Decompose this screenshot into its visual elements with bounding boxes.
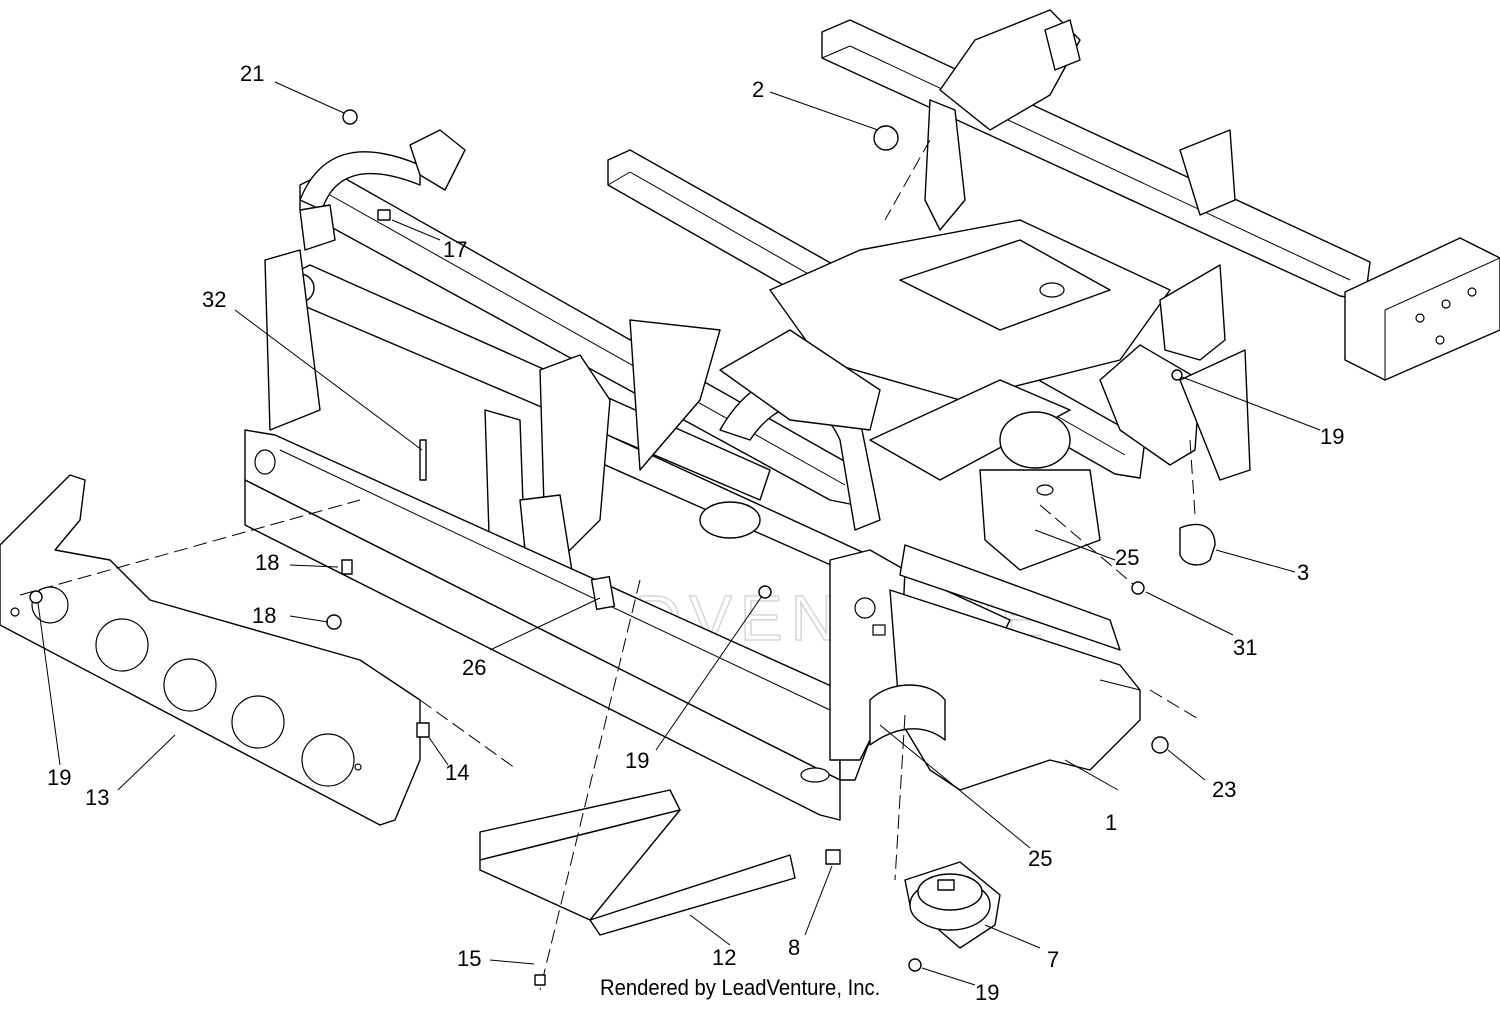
callout-26: 26 [462,655,486,680]
callout-19a: 19 [47,765,71,790]
front-cover-part-13 [0,474,516,826]
rear-frame [607,9,1500,571]
callout-19d: 19 [975,980,999,1005]
horn-part-7 [894,714,1001,949]
render-credit-footer: Rendered by LeadVenture, Inc. [600,975,881,1000]
callout-19c: 19 [625,748,649,773]
callout-2: 2 [752,77,764,102]
callout-25b: 25 [1028,846,1052,871]
skid-plate-part-12 [479,579,796,991]
callout-32: 32 [202,287,226,312]
callout-8: 8 [788,935,800,960]
callout-21: 21 [240,61,264,86]
callout-23: 23 [1212,777,1236,802]
callout-31: 31 [1233,635,1257,660]
callout-13: 13 [85,785,109,810]
callout-1: 1 [1105,810,1117,835]
callout-labels: 1 2 3 7 8 12 13 14 15 17 18 18 19 19 19 … [47,61,1344,1005]
callout-17: 17 [443,237,467,262]
front-frame [244,129,1201,821]
callout-18b: 18 [252,603,276,628]
callout-7: 7 [1047,947,1059,972]
callout-12: 12 [712,945,736,970]
leader-lines [37,81,1321,986]
callout-18a: 18 [255,550,279,575]
callout-25a: 25 [1115,545,1139,570]
callout-15: 15 [457,946,481,971]
callout-14: 14 [445,760,469,785]
callout-19b: 19 [1320,424,1344,449]
callout-3: 3 [1297,560,1309,585]
hardware [29,109,1216,986]
